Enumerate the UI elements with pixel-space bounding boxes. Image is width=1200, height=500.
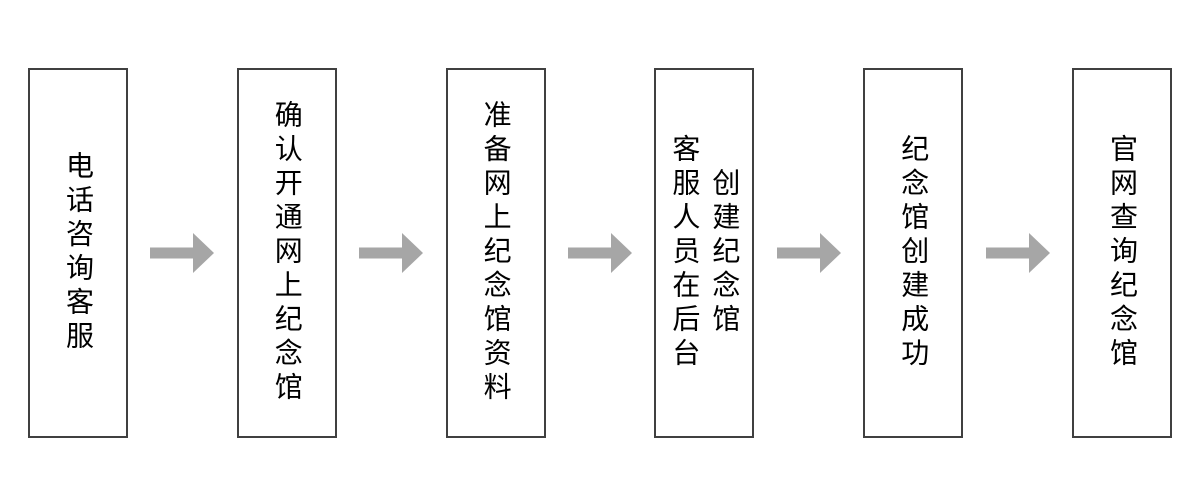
right-arrow-icon: [985, 233, 1050, 273]
arrow-4: [754, 68, 863, 438]
flow-step-4: 客服人员在后台 创建纪念馆: [654, 68, 755, 438]
right-arrow-icon: [150, 233, 215, 273]
arrow-1: [128, 68, 237, 438]
flow-step-4-label: 客服人员在后台 创建纪念馆: [669, 134, 741, 372]
flowchart: 电话咨询客服 确认开通网上纪念馆 准备网上纪念馆资料: [28, 68, 1172, 438]
flow-step-2-label: 确认开通网上纪念馆: [271, 100, 303, 406]
flow-step-5: 纪念馆创建成功: [863, 68, 964, 438]
arrow-5: [963, 68, 1072, 438]
flow-step-1-label: 电话咨询客服: [63, 151, 94, 355]
arrow-3: [546, 68, 655, 438]
flow-step-5-label: 纪念馆创建成功: [898, 134, 930, 372]
flow-step-6-label: 官网查询纪念馆: [1106, 134, 1138, 372]
flow-step-3: 准备网上纪念馆资料: [445, 68, 546, 438]
flow-step-2: 确认开通网上纪念馆: [236, 68, 337, 438]
right-arrow-icon: [567, 233, 632, 273]
right-arrow-icon: [359, 233, 424, 273]
flow-step-6: 官网查询纪念馆: [1071, 68, 1172, 438]
arrow-2: [337, 68, 446, 438]
flow-step-1: 电话咨询客服: [28, 68, 128, 438]
flow-step-3-label: 准备网上纪念馆资料: [480, 100, 512, 406]
right-arrow-icon: [776, 233, 841, 273]
